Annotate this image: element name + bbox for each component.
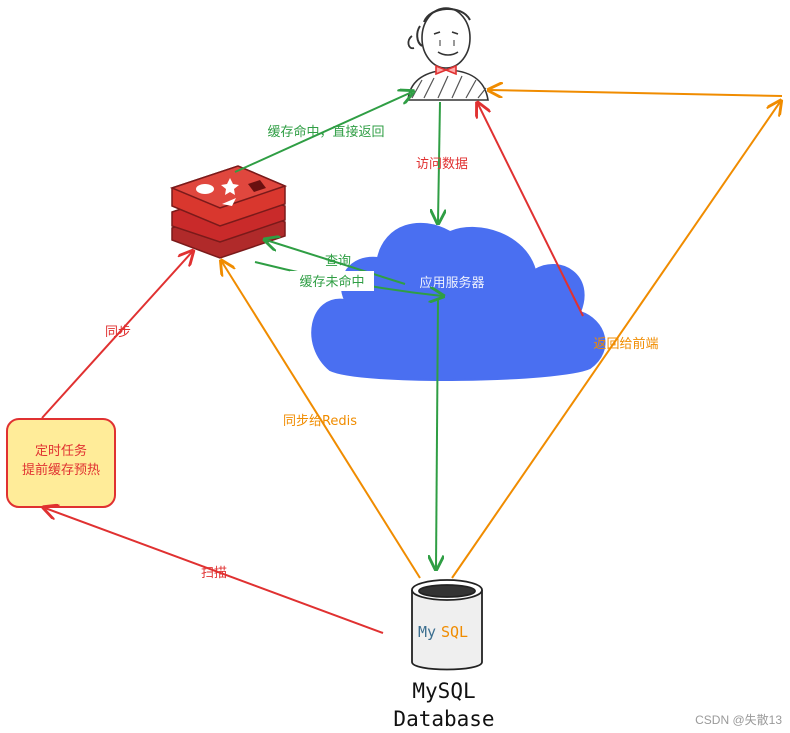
label-cache-miss-bg: [290, 271, 374, 291]
task-box: [6, 418, 116, 508]
mysql-logo-sql: SQL: [441, 623, 468, 641]
label-access: 访问数据: [416, 157, 468, 172]
arrow-scan: [45, 508, 384, 634]
watermark: CSDN @失散13: [695, 712, 782, 727]
label-return-front: 返回给前端: [593, 336, 658, 352]
label-query: 查询: [325, 254, 351, 269]
arrow-access: [438, 101, 440, 222]
arrow-query: [266, 240, 406, 285]
person-icon: [407, 7, 489, 101]
db-title-line1: MySQL: [412, 679, 475, 703]
task-label-line1: 定时任务: [35, 443, 87, 459]
arrow-cache-hit: [234, 92, 412, 173]
arrow-to-db: [436, 299, 438, 568]
arrow-return-front: [451, 102, 780, 579]
label-cache-miss: 缓存未命中: [299, 274, 364, 290]
mysql-logo-my: My: [418, 623, 436, 641]
redis-icon: [169, 165, 288, 259]
db-title-line2: Database: [393, 707, 494, 731]
label-scan: 扫描: [201, 566, 227, 581]
arrow-cloud-to-user: [478, 104, 584, 317]
arrow-sync: [41, 252, 192, 419]
cloud-label: 应用服务器: [419, 275, 484, 291]
arrow-to-user-top: [490, 90, 783, 96]
cloud-icon: [311, 222, 606, 381]
arrow-sync-redis: [222, 262, 421, 579]
label-cache-hit: 缓存命中，直接返回: [267, 124, 384, 140]
label-sync-redis: 同步给Redis: [283, 414, 357, 429]
database-icon: [411, 579, 483, 671]
label-sync: 同步: [105, 325, 131, 340]
task-label-line2: 提前缓存预热: [22, 462, 100, 478]
